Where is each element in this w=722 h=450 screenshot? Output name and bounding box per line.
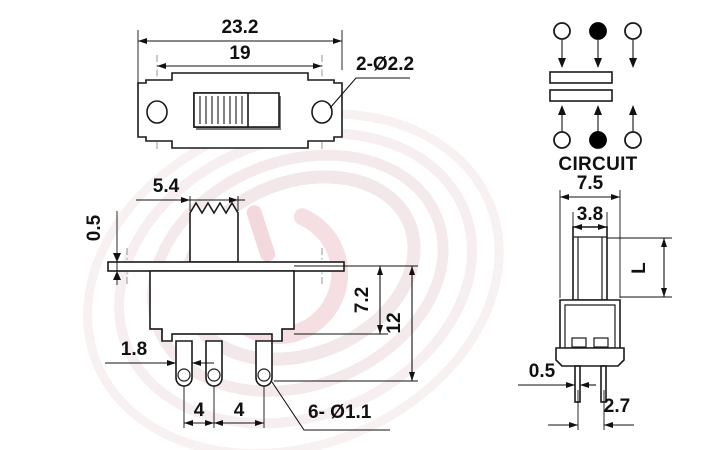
mounting-flange <box>107 261 345 272</box>
terminal-bottom-2 <box>589 131 607 149</box>
dim-mounting-holes: 2-Ø2.2 <box>329 54 414 109</box>
mounting-hole-left <box>146 100 168 124</box>
dim-pin-pitch-2-label: 4 <box>234 400 245 421</box>
dim-side-width-label: 7.5 <box>577 173 604 194</box>
side-body <box>559 299 621 356</box>
front-view-pins <box>175 340 273 387</box>
dim-pin-holes-label: 6- Ø1.1 <box>308 402 372 423</box>
dim-actuator-width-label: 5.4 <box>153 176 180 197</box>
terminal-top-2 <box>589 22 607 40</box>
circuit-arrows-bottom <box>558 105 637 132</box>
dim-overall-width: 23.2 <box>137 17 343 86</box>
dim-total-height-label: 12 <box>384 312 405 333</box>
dim-side-width: 7.5 <box>559 173 621 298</box>
terminal-bottom-1 <box>553 131 571 149</box>
side-inner-tab-left <box>571 337 587 348</box>
dim-total-height: 12 <box>274 265 418 382</box>
dim-pin-width: 1.8 <box>105 339 214 366</box>
terminal-bottom-3 <box>624 131 642 149</box>
switch-body <box>149 270 295 342</box>
pin-1-hole <box>177 368 191 382</box>
dim-hole-spacing-label: 19 <box>229 43 250 64</box>
side-base-plate <box>555 347 625 367</box>
mounting-hole-right <box>311 100 333 124</box>
dim-overall-width-label: 23.2 <box>222 17 259 38</box>
dim-pin-row-spacing: 2.7 <box>548 390 634 430</box>
dim-pin-row-spacing-label: 2.7 <box>604 396 630 417</box>
terminal-top-3 <box>624 22 642 40</box>
dim-pin-holes: 6- Ø1.1 <box>271 381 390 431</box>
dim-body-height: 7.2 <box>294 265 388 335</box>
dim-pin-pitch: 4 4 <box>183 386 265 428</box>
circuit-bar-upper <box>549 71 613 84</box>
front-view: 5.4 0.5 7.2 12 <box>84 176 418 431</box>
slider-knob-ribs <box>199 96 243 124</box>
dim-actuator-length-label: L <box>629 262 650 274</box>
circuit-bar-lower <box>549 89 613 102</box>
dim-body-height-label: 7.2 <box>352 287 373 313</box>
side-view: 7.5 3.8 L 0.5 <box>518 173 672 430</box>
circuit-arrows-top <box>558 40 637 68</box>
side-inner-tab-right <box>593 337 609 348</box>
pin-3-hole <box>257 368 271 382</box>
dim-actuator-depth-label: 3.8 <box>577 204 603 225</box>
actuator-knob <box>189 201 239 263</box>
dim-flange-thickness: 0.5 <box>84 211 121 285</box>
dim-actuator-depth: 3.8 <box>572 204 608 230</box>
circuit-diagram: CIRCUIT <box>549 22 642 175</box>
side-pin-right <box>600 365 607 403</box>
side-pin-left <box>574 365 581 403</box>
dim-flange-thickness-label: 0.5 <box>84 214 105 241</box>
dim-pin-width-label: 1.8 <box>121 339 147 360</box>
dim-pin-pitch-1-label: 4 <box>194 400 205 421</box>
dim-pin-thickness: 0.5 <box>518 361 596 388</box>
pin-2-hole <box>207 368 221 382</box>
dim-mounting-holes-label: 2-Ø2.2 <box>356 54 414 75</box>
circuit-label: CIRCUIT <box>558 154 637 175</box>
dim-pin-thickness-label: 0.5 <box>529 361 556 382</box>
terminal-top-1 <box>553 22 571 40</box>
dim-actuator-width: 5.4 <box>136 176 245 211</box>
slider-knob <box>193 92 249 128</box>
dim-hole-spacing: 19 <box>157 43 322 69</box>
dim-actuator-length: L <box>607 237 672 298</box>
top-view: 23.2 19 2-Ø2.2 <box>137 17 414 150</box>
